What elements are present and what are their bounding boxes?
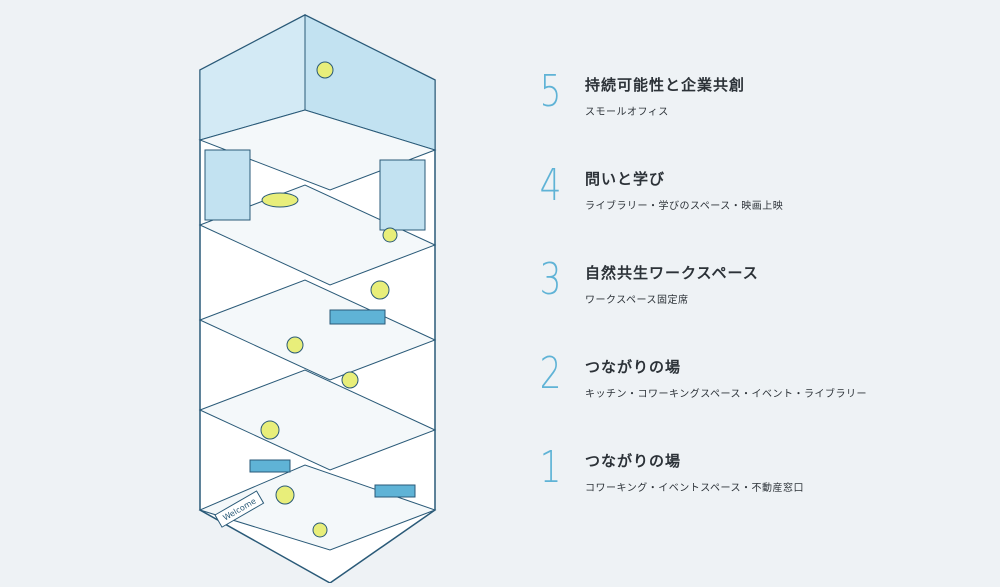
- building-cutaway: Welcome: [198, 14, 437, 584]
- plant: [312, 522, 328, 538]
- floor-slab-2: [198, 369, 437, 471]
- desk: [374, 484, 416, 498]
- floor-item-2: 2 つながりの場 キッチン・コワーキングスペース・イベント・ライブラリー: [535, 350, 995, 420]
- floor-subtitle: コワーキング・イベントスペース・不動産窓口: [585, 483, 804, 494]
- bookshelf: [379, 159, 426, 231]
- floor-title: 自然共生ワークスペース: [585, 264, 759, 282]
- floor-subtitle: ライブラリー・学びのスペース・映画上映: [585, 201, 784, 212]
- desk: [329, 309, 386, 325]
- floor-item-5: 5 持続可能性と企業共創 スモールオフィス: [535, 68, 995, 138]
- floor-title: 持続可能性と企業共創: [585, 76, 746, 94]
- floor-slab-5: [198, 109, 437, 191]
- plant: [341, 371, 359, 389]
- floor-subtitle: キッチン・コワーキングスペース・イベント・ライブラリー: [585, 389, 867, 400]
- floor-guide: 5 持続可能性と企業共創 スモールオフィス 4 問いと学び ライブラリー・学びの…: [535, 0, 995, 583]
- floor-number: 2: [539, 348, 562, 399]
- floor-subtitle: スモールオフィス: [585, 107, 669, 118]
- floor-number: 1: [539, 442, 562, 493]
- floor-item-1: 1 つながりの場 コワーキング・イベントスペース・不動産窓口: [535, 444, 995, 514]
- floor-title: つながりの場: [585, 358, 682, 376]
- floor-slab-3: [198, 279, 437, 381]
- floor-item-4: 4 問いと学び ライブラリー・学びのスペース・映画上映: [535, 162, 995, 232]
- plant: [275, 485, 295, 505]
- floor-item-3: 3 自然共生ワークスペース ワークスペース固定席: [535, 256, 995, 326]
- sofa: [261, 192, 299, 208]
- floor-title: つながりの場: [585, 452, 682, 470]
- floor-subtitle: ワークスペース固定席: [585, 295, 689, 306]
- plant: [286, 336, 304, 354]
- building-illustration: Welcome: [190, 10, 460, 584]
- floor-title: 問いと学び: [585, 170, 666, 188]
- plant: [370, 280, 390, 300]
- floor-number: 4: [539, 160, 562, 211]
- bookshelf: [204, 149, 251, 221]
- reception-counter: [249, 459, 291, 473]
- plant: [316, 61, 334, 79]
- plant: [382, 227, 398, 243]
- floor-number: 5: [539, 66, 562, 117]
- floor-slab-1: [198, 464, 437, 551]
- floor-number: 3: [539, 254, 562, 305]
- plant: [260, 420, 280, 440]
